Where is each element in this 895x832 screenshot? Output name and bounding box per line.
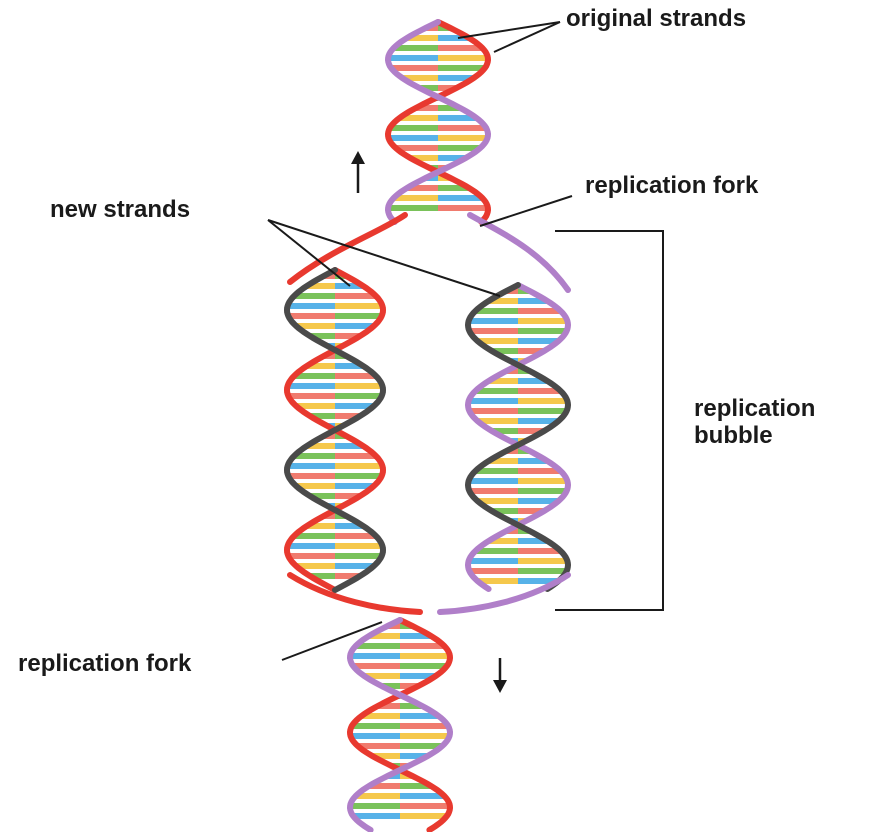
leader-fork-top	[480, 196, 572, 226]
bubble-bracket	[555, 231, 663, 610]
leader-new-strands-b	[268, 220, 500, 296]
label-replication-bubble-line1: replication	[694, 395, 815, 422]
label-replication-bubble: replication bubble	[694, 395, 815, 449]
strands-layer	[287, 22, 568, 830]
base-pairs-layer	[288, 28, 568, 816]
label-replication-fork-bottom: replication fork	[18, 650, 191, 677]
fork-top-left-strand	[290, 215, 405, 282]
up-arrow-icon	[351, 151, 365, 193]
label-new-strands: new strands	[50, 196, 190, 223]
down-arrow-icon	[493, 658, 507, 693]
fork-top-right-strand	[470, 215, 568, 290]
label-replication-bubble-line2: bubble	[694, 422, 815, 449]
label-original-strands: original strands	[566, 5, 746, 32]
label-replication-fork-top: replication fork	[585, 172, 758, 199]
